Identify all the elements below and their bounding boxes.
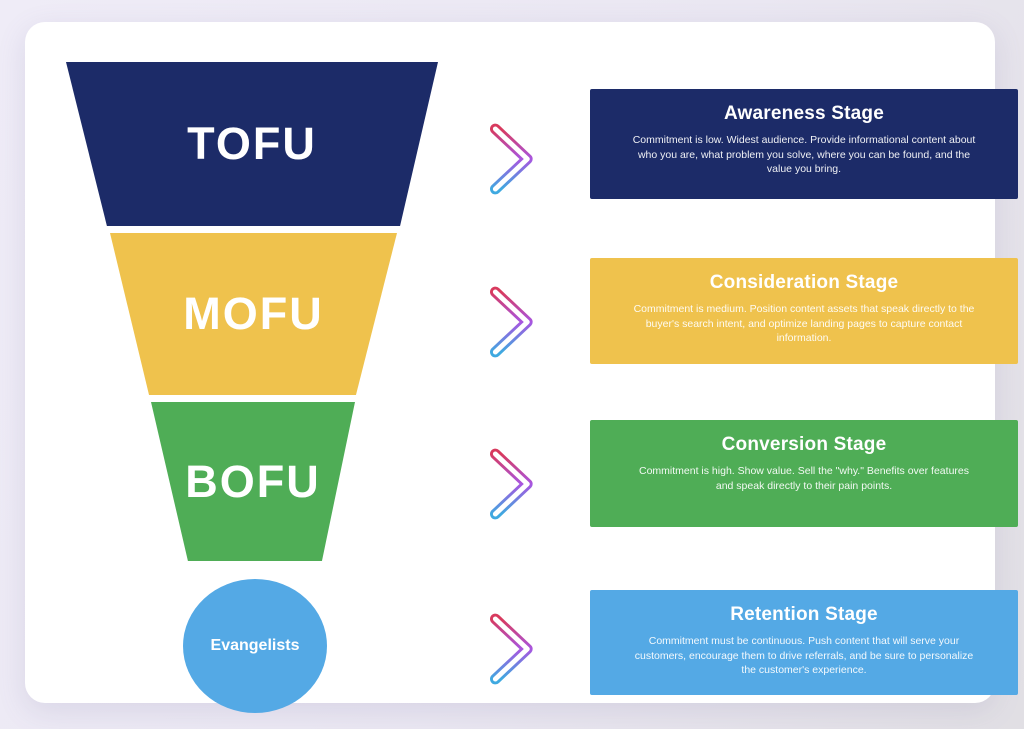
evangelists-label: Evangelists — [210, 637, 300, 654]
conversion-stage-title: Conversion Stage — [721, 434, 887, 455]
funnel-segment-mofu: MOFU — [110, 233, 397, 395]
funnel-segment-tofu: TOFU — [66, 62, 438, 226]
awareness-stage-box: Awareness Stage Commitment is low. Wides… — [590, 89, 1018, 199]
conversion-stage-box: Conversion Stage Commitment is high. Sho… — [590, 420, 1018, 527]
funnel-segment-tofu-label: TOFU — [187, 118, 317, 169]
awareness-stage-title: Awareness Stage — [723, 103, 884, 124]
arrow-right-icon — [444, 286, 533, 358]
arrow-right-icon — [444, 613, 533, 685]
arrow-right-icon — [444, 448, 533, 520]
awareness-stage-description: Commitment is low. Widest audience. Prov… — [632, 134, 976, 176]
arrow-right-icon — [444, 123, 533, 195]
funnel-segment-mofu-label: MOFU — [183, 288, 324, 339]
evangelists-circle: Evangelists — [183, 579, 327, 713]
funnel-segment-bofu: BOFU — [151, 402, 355, 561]
consideration-stage-description: Commitment is medium. Position content a… — [633, 303, 975, 345]
retention-stage-box: Retention Stage Commitment must be conti… — [590, 590, 1018, 695]
funnel-segment-bofu-label: BOFU — [185, 455, 321, 507]
content-card: TOFU MOFU BOFU Evangelists — [25, 22, 1018, 713]
conversion-stage-description: Commitment is high. Show value. Sell the… — [639, 465, 969, 492]
retention-stage-title: Retention Stage — [730, 604, 878, 625]
consideration-stage-box: Consideration Stage Commitment is medium… — [590, 258, 1018, 364]
retention-stage-description: Commitment must be continuous. Push cont… — [634, 635, 974, 677]
consideration-stage-title: Consideration Stage — [709, 272, 899, 293]
